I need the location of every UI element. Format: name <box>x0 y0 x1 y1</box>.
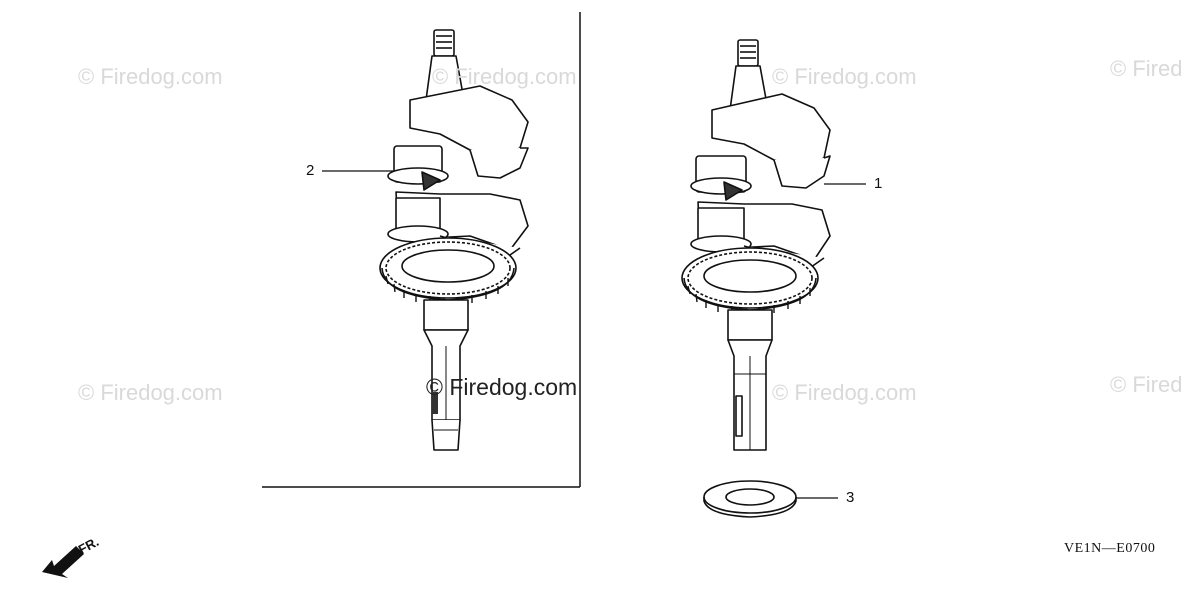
crankshaft-right <box>681 39 831 451</box>
watermark: © Firedog.com <box>772 380 917 405</box>
front-direction-arrow <box>42 546 84 578</box>
crankshaft-left <box>379 29 529 451</box>
diagram-code: VE1N—E0700 <box>1064 541 1156 556</box>
timing-gear-left <box>379 237 517 306</box>
watermark: © Firedog.com <box>772 64 917 89</box>
callout-part-1: 1 <box>874 175 883 192</box>
washer <box>703 480 797 518</box>
watermark: © Firedog.com <box>432 64 577 89</box>
watermark-center: © Firedog.com <box>426 374 578 400</box>
watermark: © Firedog.com <box>78 380 223 405</box>
watermark: © Fired <box>1110 56 1183 81</box>
callout-part-2: 2 <box>306 162 315 179</box>
callout-part-3: 3 <box>846 489 855 506</box>
watermark: © Firedog.com <box>78 64 223 89</box>
timing-gear-right <box>681 247 819 316</box>
watermark: © Fired <box>1110 372 1183 397</box>
